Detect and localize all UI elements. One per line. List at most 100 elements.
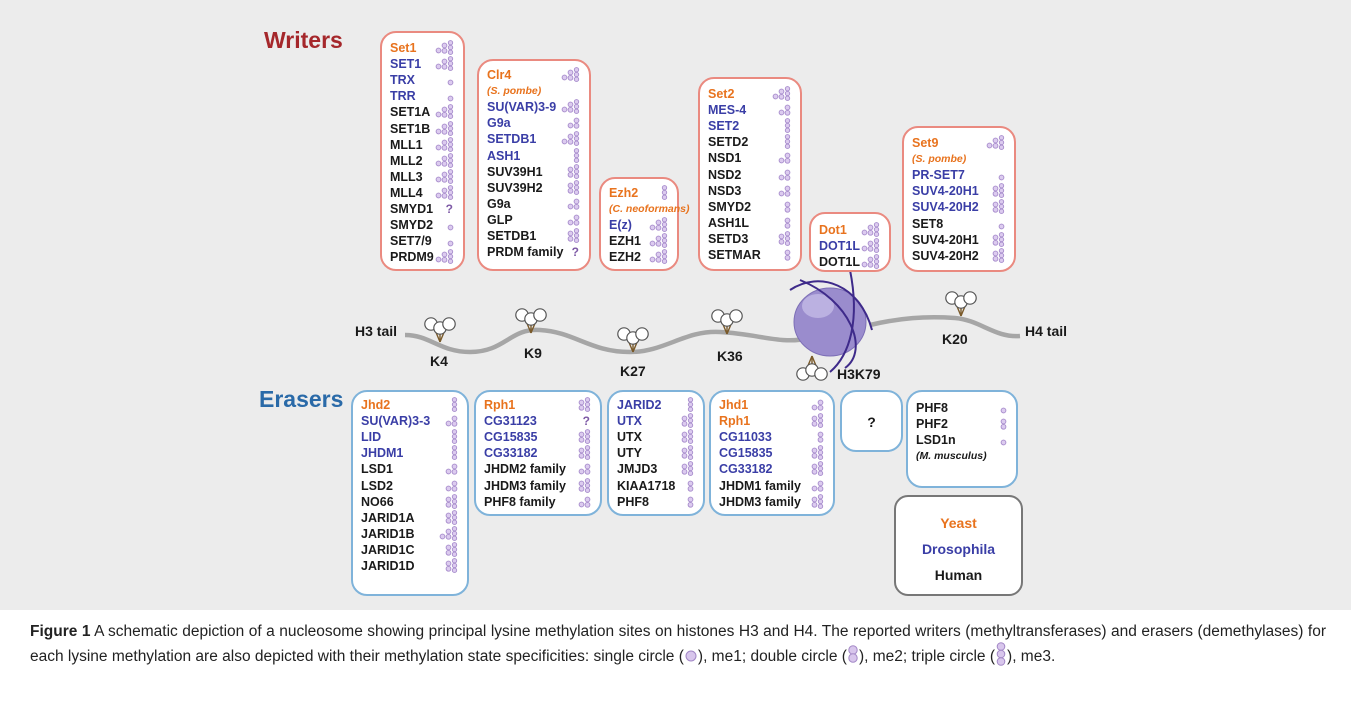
writer-k4-entry: MLL1 — [390, 136, 455, 153]
methylation-state-icon — [578, 429, 592, 445]
writer-k36-entry: SETD2 — [708, 134, 792, 150]
eraser-k36-entry: JHDM1 family — [719, 478, 825, 494]
enzyme-name: KIAA1718 — [617, 478, 676, 493]
k36-methyl-mark — [711, 309, 743, 335]
species-note: (M. musculus) — [916, 450, 987, 463]
enzyme-name: G9a — [487, 116, 511, 131]
methylation-state-icon — [784, 215, 792, 230]
methylation-state-icon — [567, 163, 581, 179]
writer-k79-entry: DOT1L — [819, 254, 881, 270]
enzyme-name: Rph1 — [719, 414, 751, 429]
enzyme-name: EZH1 — [609, 234, 641, 249]
octamer-highlight — [802, 294, 834, 318]
methylation-state-icon — [451, 397, 459, 412]
writer-k4-entry: MLL2 — [390, 152, 455, 169]
methylation-state-icon — [1000, 400, 1008, 415]
enzyme-name: PHF8 — [617, 494, 649, 509]
species-note: (S. pombe) — [487, 85, 542, 98]
site-label-k20: K20 — [942, 331, 968, 347]
enzyme-name: SETD2 — [708, 135, 749, 150]
dna-wrap-3 — [829, 269, 855, 373]
enzyme-name: JARID1D — [361, 559, 415, 573]
enzyme-name: SU(VAR)3-3 — [361, 414, 431, 429]
enzyme-name: ? — [867, 414, 876, 430]
eraser-k20-entry: LSD1n — [916, 432, 1008, 448]
writer-k36-entry: NSD2 — [708, 167, 792, 183]
enzyme-name: SET7/9 — [390, 234, 432, 249]
enzyme-name: MLL1 — [390, 137, 423, 152]
writer-k36-entry: SET2 — [708, 118, 792, 134]
eraser-k36-entry: JHDM3 family — [719, 493, 825, 510]
writer-k9-entry: PRDM family? — [487, 244, 581, 260]
eraser-k4-entry: JARID1B — [361, 525, 459, 542]
methylation-state-icon — [992, 231, 1006, 247]
enzyme-name: ASH1L — [708, 215, 749, 230]
methylation-state-icon — [687, 478, 695, 493]
eraser-k36-entry: CG33182 — [719, 461, 825, 477]
site-label-k4: K4 — [430, 353, 448, 369]
writer-k27-entry: Ezh2 — [609, 185, 669, 201]
writer-k20-entry: SET8 — [912, 216, 1006, 232]
h3k79-methyl-mark — [796, 355, 828, 381]
eraser-k20-entry: (M. musculus) — [916, 448, 1008, 464]
methylation-state-icon — [681, 413, 695, 428]
methylation-state-icon — [772, 86, 792, 101]
methylation-site-glyphs — [424, 291, 977, 381]
methylation-state-icon — [439, 525, 459, 541]
enzyme-name: SU(VAR)3-9 — [487, 100, 557, 115]
methylation-state-icon — [992, 199, 1006, 215]
enzyme-name: Dot1 — [819, 223, 847, 237]
methylation-state-icon — [561, 67, 581, 82]
methylation-state-icon — [784, 134, 792, 150]
eraser-k9-entry: Rph1 — [484, 397, 592, 413]
writer-k4-entry: MLL3 — [390, 168, 455, 185]
methylation-state-icon — [447, 233, 455, 248]
writer-k4-entry: SET1A — [390, 104, 455, 120]
enzyme-name: NSD1 — [708, 151, 742, 166]
enzyme-name: JARID1C — [361, 542, 415, 557]
enzyme-name: SET1A — [390, 105, 431, 120]
methylation-state-icon — [998, 167, 1006, 182]
enzyme-name: JHDM3 family — [719, 494, 801, 509]
methylation-state-icon — [445, 558, 459, 573]
figure-canvas: Writers Erasers H3 tail H4 tail K4 K9 K2… — [0, 0, 1351, 610]
writer-k20-entry: PR-SET7 — [912, 167, 1006, 183]
enzyme-name: JHDM2 family — [484, 462, 566, 477]
caption-double-circle-icon — [847, 645, 859, 669]
methylation-state-icon — [861, 222, 881, 237]
writer-k9-entry: SETDB1 — [487, 228, 581, 244]
methylation-state-icon — [811, 445, 825, 461]
caption-text-1: A schematic depiction of a nucleosome sh… — [30, 623, 1326, 666]
k20-methyl-mark — [945, 291, 977, 317]
methylation-state-icon — [817, 429, 825, 444]
caption-single-circle-icon — [684, 647, 698, 668]
methylation-state-icon — [435, 136, 455, 152]
writer-k36-entry: Set2 — [708, 86, 792, 102]
methylation-state-icon — [451, 445, 459, 461]
enzyme-name: SMYD1 — [390, 202, 434, 216]
writer-k4-entry: SET7/9 — [390, 233, 455, 249]
methylation-state-icon — [811, 478, 825, 493]
k9-methyl-mark — [515, 308, 547, 334]
methylation-state-icon — [561, 131, 581, 147]
unknown-state-mark: ? — [445, 202, 453, 216]
methylation-state-icon — [435, 185, 455, 200]
writer-k9-entry: G9a — [487, 196, 581, 212]
enzyme-name: EZH2 — [609, 250, 641, 265]
eraser-k36-entry: Jhd1 — [719, 397, 825, 413]
enzyme-name: TRX — [390, 73, 415, 88]
writer-k9-entry: ASH1 — [487, 147, 581, 164]
writer-k36-entry: MES-4 — [708, 102, 792, 118]
methylation-state-icon — [681, 445, 695, 461]
enzyme-name: JHDM1 family — [719, 478, 801, 493]
enzyme-name: SUV4-20H1 — [912, 232, 979, 247]
enzyme-name: SUV4-20H2 — [912, 248, 979, 263]
writer-k20-entry: SUV4-20H2 — [912, 199, 1006, 215]
eraser-k4-entry: JARID1D — [361, 558, 459, 574]
